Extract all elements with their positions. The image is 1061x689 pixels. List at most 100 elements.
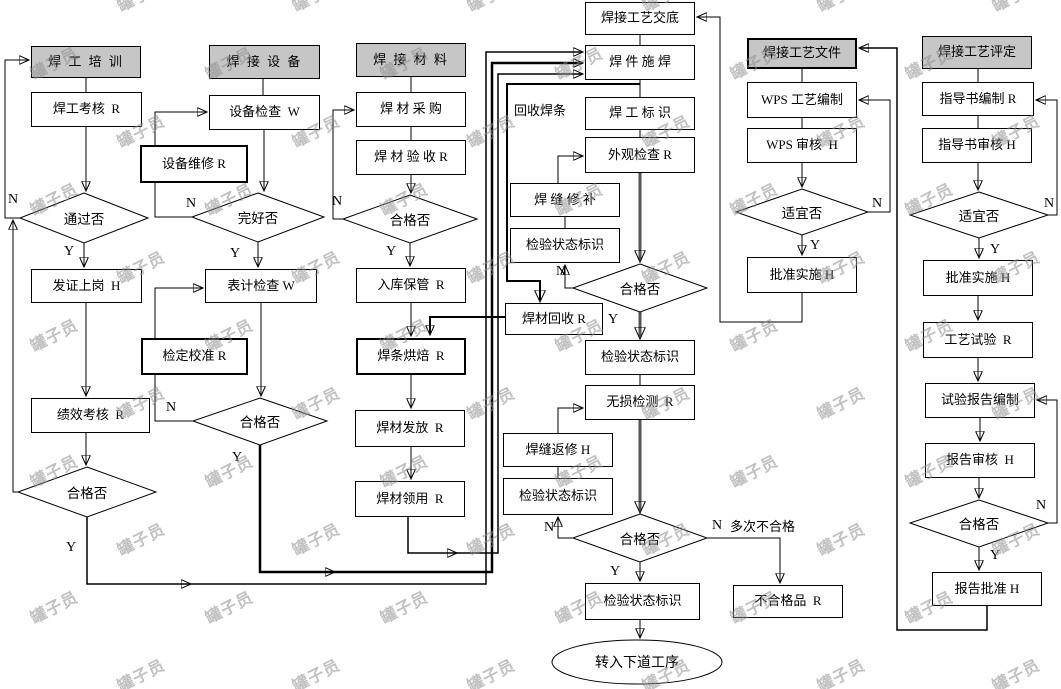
label-equipment-qualified-question: 合格否 <box>239 415 281 430</box>
node-status-mark-1: 检验状态标识 <box>510 228 620 263</box>
edges-production <box>506 35 780 637</box>
label-wps-suitable-question: 适宜否 <box>781 206 823 221</box>
label-pqr-suitable-y: Y <box>990 242 1001 257</box>
label-pqr-qualified-question: 合格否 <box>958 517 1000 532</box>
node-material-acceptance: 焊 材 验 收 R <box>356 140 466 175</box>
edges-material <box>332 74 582 554</box>
edges-equipment <box>154 63 582 574</box>
edge-pass-n-loop <box>4 60 28 219</box>
diamond-visual-qualified <box>571 263 709 313</box>
node-workpiece-welding: 焊 件 施 焊 <box>585 45 695 80</box>
node-welder-training-header: 焊 工 培 训 <box>31 46 141 78</box>
label-visual-qualified-n: N <box>556 264 567 279</box>
diamond-equipment-qualified <box>191 397 329 446</box>
node-nonconforming-product: 不合格品 R <box>733 585 843 618</box>
edge-recycle-return <box>430 316 505 334</box>
node-seam-rework: 焊缝返修 H <box>503 433 613 467</box>
node-welding-material-header: 焊 接 材 料 <box>356 43 466 77</box>
node-ndt: 无损检测 R <box>585 385 695 420</box>
node-gauge-check: 表计检查 W <box>205 269 317 303</box>
node-process-briefing: 焊接工艺交底 <box>585 2 695 35</box>
label-training-qualified-y: Y <box>66 540 77 555</box>
terminator-next-process <box>551 639 723 685</box>
edge-qualified-n-loop <box>13 221 18 493</box>
label-wps-suitable-y: Y <box>810 238 821 253</box>
edge-qualified1-n <box>565 266 573 289</box>
node-material-recycle: 焊材回收 R <box>505 303 603 335</box>
edge-pqr-qualified-n-loop <box>1038 400 1058 524</box>
node-storage: 入库保管 R <box>356 268 466 303</box>
node-calibration: 检定校准 R <box>141 338 248 375</box>
edges-pqr <box>860 48 1058 631</box>
node-status-mark-2: 检验状态标识 <box>585 340 695 375</box>
label-material-qualified-n: N <box>332 194 343 209</box>
diamond-ndt-qualified <box>571 513 709 563</box>
node-report-review: 报告审核 H <box>925 443 1035 478</box>
node-material-issue: 焊材发放 R <box>355 410 465 447</box>
label-material-qualified-question: 合格否 <box>389 213 431 228</box>
label-ndt-qualified-n-right: N <box>712 518 723 533</box>
node-equipment-check: 设备检查 W <box>209 95 320 130</box>
label-training-qualified-question: 合格否 <box>66 486 108 501</box>
node-welding-equipment-header: 焊 接 设 备 <box>209 45 320 79</box>
edge-pqr-suitable-n-loop <box>1037 100 1058 216</box>
label-material-qualified-y: Y <box>386 244 397 259</box>
label-intact-n: N <box>186 196 197 211</box>
edge-reportapprove-wpsheader <box>860 48 988 631</box>
label-next-process: 转入下道工序 <box>595 656 679 671</box>
node-certify-post: 发证上岗 H <box>31 269 142 303</box>
diamond-training-qualified <box>16 466 158 518</box>
label-ndt-qualified-n-left: N <box>544 520 555 535</box>
node-equipment-repair: 设备维修 R <box>140 145 248 183</box>
label-recycle-electrodes: 回收焊条 <box>514 103 567 118</box>
diamond-pqr-qualified <box>908 499 1050 548</box>
edges-wps-doc <box>698 17 891 323</box>
edge-recycle-electrode-path <box>506 83 640 300</box>
node-wi-compile: 指导书编制 R <box>922 82 1034 116</box>
decision-diamonds <box>16 188 1050 563</box>
node-status-mark-3: 检验状态标识 <box>503 478 613 515</box>
label-pqr-qualified-y: Y <box>990 548 1001 563</box>
node-status-mark-4: 检验状态标识 <box>585 583 700 620</box>
diamond-pqr-suitable <box>908 191 1050 239</box>
diamond-material-qualified <box>341 194 479 244</box>
edge-training-bus <box>86 52 582 585</box>
diamond-intact <box>190 192 326 243</box>
node-electrode-baking: 焊条烘焙 R <box>356 338 466 375</box>
node-pqr-header: 焊接工艺评定 <box>922 36 1032 69</box>
edges-training <box>4 52 582 585</box>
label-intact-y: Y <box>230 246 241 261</box>
label-visual-qualified-question: 合格否 <box>619 282 661 297</box>
label-pass-n: N <box>8 192 19 207</box>
edge-equipment-bus <box>258 63 582 574</box>
label-equipment-qualified-y: Y <box>232 450 243 465</box>
diamond-pass <box>18 192 150 244</box>
diamond-wps-suitable <box>734 188 870 236</box>
edge-repair-visual <box>557 156 582 183</box>
node-welder-exam: 焊工考核 R <box>31 92 142 127</box>
node-wps-approve: 批准实施 H <box>747 257 857 293</box>
label-intact-question: 完好否 <box>237 211 279 226</box>
node-wi-review: 指导书审核 H <box>922 128 1032 163</box>
label-pqr-suitable-question: 适宜否 <box>958 209 1000 224</box>
node-seam-repair: 焊 缝 修 补 <box>510 183 620 217</box>
node-process-test: 工艺试验 R <box>923 322 1033 358</box>
edge-wps-suitable-n-loop <box>860 100 891 213</box>
node-wps-doc-header: 焊接工艺文件 <box>747 38 857 69</box>
edge-material-bus <box>407 74 582 554</box>
label-pass-question: 通过否 <box>63 212 105 227</box>
label-ndt-qualified-y: Y <box>610 564 621 579</box>
node-pqr-approve: 批准实施 H <box>923 260 1033 296</box>
label-visual-qualified-y: Y <box>608 312 619 327</box>
edge-qualified2-nleft <box>558 518 573 539</box>
node-visual-check: 外观检查 R <box>585 137 695 173</box>
node-material-purchase: 焊 材 采 购 <box>356 92 466 127</box>
node-wps-compile: WPS 工艺编制 <box>747 82 857 118</box>
edge-qualified2-nright <box>707 537 780 582</box>
label-pqr-qualified-n: N <box>1036 498 1047 513</box>
node-welder-marking: 焊 工 标 识 <box>585 97 695 130</box>
node-test-report-compile: 试验报告编制 <box>925 383 1035 418</box>
node-wps-review: WPS 审核 H <box>747 128 857 163</box>
